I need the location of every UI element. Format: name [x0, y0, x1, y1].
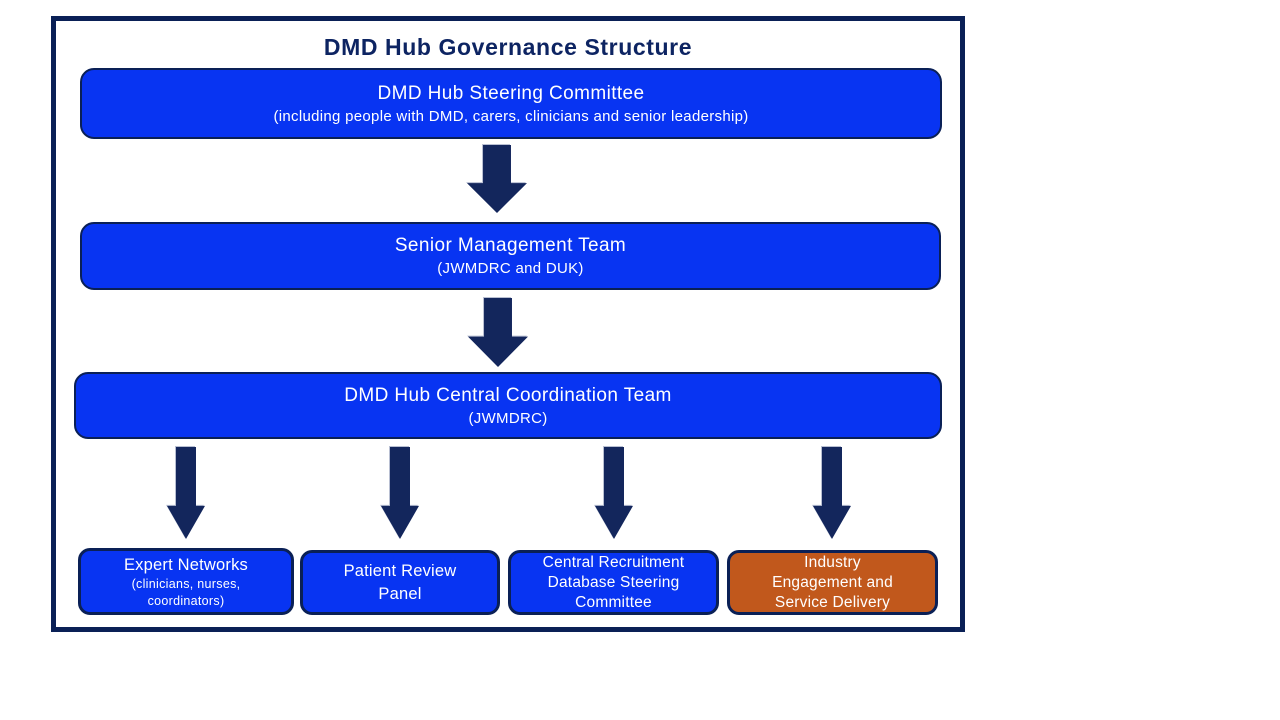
governance-diagram-frame: DMD Hub Governance Structure DMD Hub Ste…	[51, 16, 965, 632]
arrow-down-icon	[381, 447, 419, 539]
expert-networks-subheading: (clinicians, nurses, coordinators)	[131, 576, 241, 608]
expert-networks-box: Expert Networks (clinicians, nurses, coo…	[78, 548, 294, 615]
steering-committee-box: DMD Hub Steering Committee (including pe…	[80, 68, 942, 139]
diagram-title: DMD Hub Governance Structure	[323, 34, 693, 60]
patient-review-panel-box: Patient Review Panel	[300, 550, 500, 615]
recruitment-database-box: Central Recruitment Database Steering Co…	[508, 550, 719, 615]
senior-management-subheading: (JWMDRC and DUK)	[437, 260, 584, 277]
arrow-down-icon	[167, 447, 205, 539]
senior-management-heading: Senior Management Team	[394, 235, 627, 256]
industry-engagement-heading: Industry Engagement and Service Delivery	[772, 553, 893, 611]
central-coordination-heading: DMD Hub Central Coordination Team	[344, 384, 672, 406]
arrow-down-icon	[595, 447, 633, 539]
arrow-down-icon	[813, 447, 851, 539]
steering-committee-subheading: (including people with DMD, carers, clin…	[273, 107, 749, 125]
expert-networks-heading: Expert Networks	[123, 555, 249, 574]
central-coordination-box: DMD Hub Central Coordination Team (JWMDR…	[74, 372, 942, 439]
recruitment-database-heading: Central Recruitment Database Steering Co…	[542, 553, 685, 611]
arrow-down-icon	[468, 298, 528, 367]
arrow-down-icon	[467, 145, 527, 213]
senior-management-box: Senior Management Team (JWMDRC and DUK)	[80, 222, 941, 290]
steering-committee-heading: DMD Hub Steering Committee	[377, 82, 645, 104]
patient-review-panel-heading: Patient Review Panel	[343, 561, 457, 603]
industry-engagement-box: Industry Engagement and Service Delivery	[727, 550, 938, 615]
central-coordination-subheading: (JWMDRC)	[468, 409, 548, 427]
